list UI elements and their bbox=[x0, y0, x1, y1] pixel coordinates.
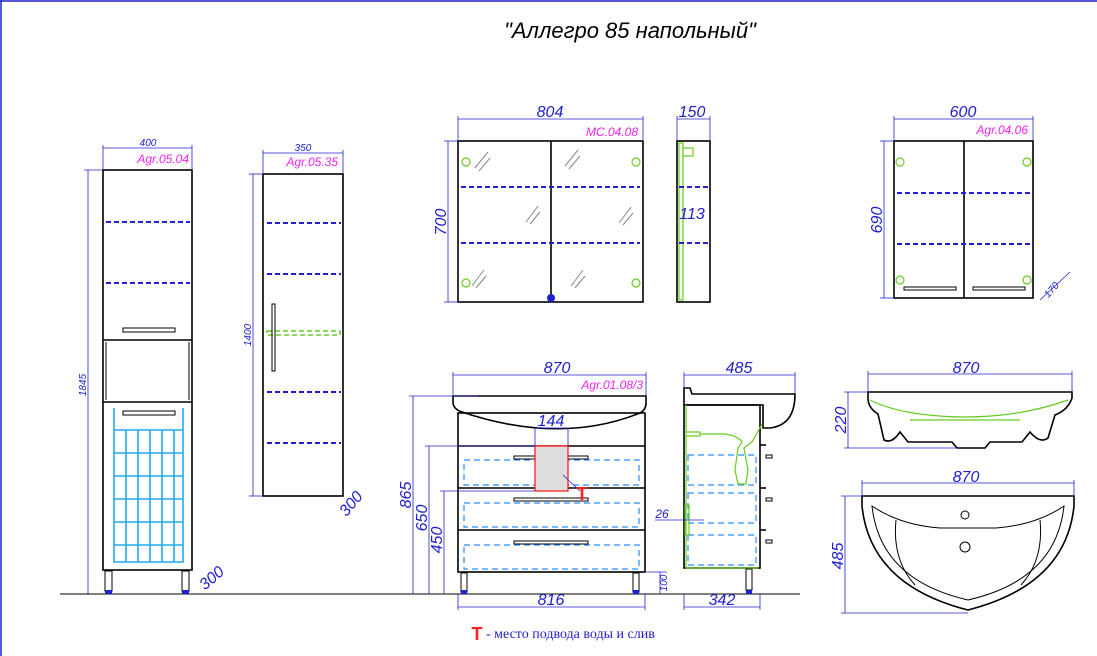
vanity-650-label: 650 bbox=[414, 505, 431, 532]
basin-front-width-label: 870 bbox=[953, 360, 980, 377]
handle bbox=[513, 540, 589, 545]
handle bbox=[513, 497, 589, 502]
mirror-code-label: MC.04.08 bbox=[586, 125, 638, 139]
handle bbox=[122, 327, 176, 333]
small-depth-label: 170 bbox=[1042, 280, 1062, 300]
tall-code-label: Agr.05.04 bbox=[136, 152, 189, 166]
tall-cabinet bbox=[84, 145, 193, 594]
tap-marker: T bbox=[577, 484, 588, 504]
laundry-basket bbox=[113, 408, 184, 563]
wall-cabinet bbox=[249, 150, 344, 497]
vanity-top-width-label: 870 bbox=[544, 360, 571, 377]
wall-width-label: 350 bbox=[295, 143, 312, 154]
handle bbox=[271, 303, 276, 372]
side-body-label: 342 bbox=[709, 592, 736, 609]
tall-height-label: 1845 bbox=[78, 373, 89, 396]
vanity-code-label: Agr.01.08/3 bbox=[580, 378, 643, 392]
basin-front-view bbox=[844, 371, 1073, 449]
small-height-label: 690 bbox=[869, 207, 886, 234]
legend: T - место подвода воды и слив bbox=[472, 624, 656, 644]
handle bbox=[903, 286, 957, 291]
legend-text: - место подвода воды и слив bbox=[486, 627, 655, 642]
side-depth-label: 485 bbox=[726, 360, 753, 377]
vanity-legs-label: 100 bbox=[659, 574, 670, 591]
mirror-inner-depth-label: 113 bbox=[679, 206, 705, 223]
tall-width-label: 400 bbox=[140, 138, 157, 149]
small-width-label: 600 bbox=[950, 104, 977, 121]
handle bbox=[972, 286, 1026, 291]
mirror-width-label: 804 bbox=[537, 104, 564, 121]
handle bbox=[122, 410, 176, 416]
basin-top-view bbox=[841, 480, 1075, 614]
wall-height-label: 1400 bbox=[243, 323, 254, 346]
basin-top-width-label: 870 bbox=[953, 469, 980, 486]
vanity-front bbox=[409, 372, 667, 610]
cutout-width-label: 144 bbox=[538, 413, 565, 430]
offset-label: 26 bbox=[654, 507, 669, 521]
wall-depth-label: 300 bbox=[336, 488, 366, 519]
vanity-side bbox=[655, 372, 796, 610]
mirror-cabinet bbox=[444, 116, 711, 303]
legend-marker: T bbox=[472, 624, 483, 644]
small-code-label: Agr.04.06 bbox=[975, 123, 1028, 137]
basin-top-depth-label: 485 bbox=[830, 543, 847, 570]
small-wall-cabinet bbox=[880, 116, 1071, 301]
mirror-side-depth-label: 150 bbox=[679, 104, 706, 121]
page-title: "Аллегро 85 напольный" bbox=[504, 18, 757, 43]
tall-depth-label: 300 bbox=[196, 563, 227, 593]
vanity-body-width-label: 816 bbox=[538, 592, 565, 609]
plumbing-cutout bbox=[534, 445, 569, 492]
basin-front-height-label: 220 bbox=[833, 407, 850, 435]
wall-code-label: Agr.05.35 bbox=[285, 155, 338, 169]
vanity-height-label: 865 bbox=[398, 482, 415, 509]
mirror-height-label: 700 bbox=[433, 209, 450, 236]
vanity-450-label: 450 bbox=[429, 527, 446, 554]
